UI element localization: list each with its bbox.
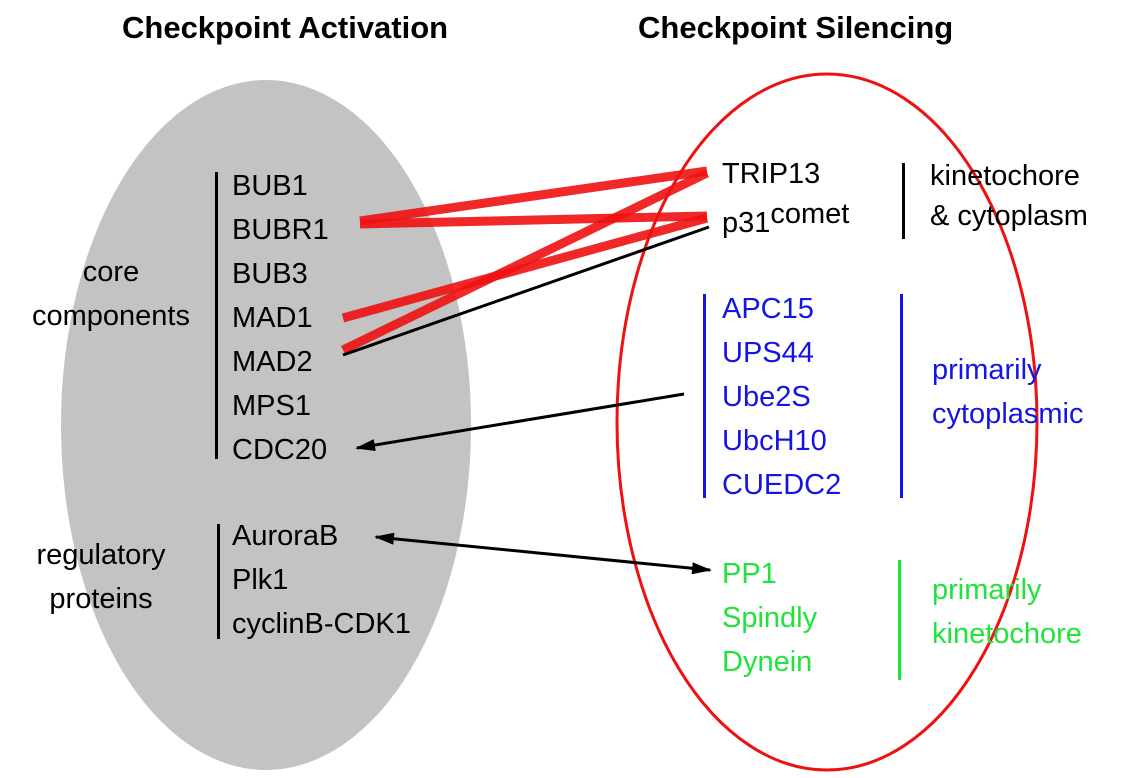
regulatory-proteins-bracket bbox=[217, 524, 220, 639]
core-label-line-1: core bbox=[82, 256, 140, 288]
group2-left-bracket bbox=[703, 294, 706, 498]
group1-location: kinetochore & cytoplasm bbox=[930, 156, 1088, 236]
protein-cyclinb-cdk1: cyclinB-CDK1 bbox=[232, 608, 411, 640]
protein-p31comet: p31comet bbox=[722, 194, 850, 239]
protein-mad2: MAD2 bbox=[232, 346, 313, 378]
title-checkpoint-activation: Checkpoint Activation bbox=[122, 10, 449, 45]
protein-spindly: Spindly bbox=[722, 602, 818, 634]
title-checkpoint-silencing: Checkpoint Silencing bbox=[638, 10, 954, 45]
protein-bub1: BUB1 bbox=[232, 170, 308, 202]
protein-plk1: Plk1 bbox=[232, 564, 289, 596]
p31-text: p31 bbox=[722, 207, 771, 239]
group2-location-line-2: cytoplasmic bbox=[932, 398, 1084, 430]
silencing-group-cytoplasmic: APC15 UPS44 Ube2S UbcH10 CUEDC2 bbox=[722, 287, 841, 507]
silencing-group-kinetochore: PP1 Spindly Dynein bbox=[722, 552, 817, 684]
regulatory-proteins-list: AuroraB Plk1 cyclinB-CDK1 bbox=[232, 514, 411, 646]
group1-location-line-2: & cytoplasm bbox=[930, 200, 1088, 232]
core-label-line-2: components bbox=[32, 300, 190, 332]
protein-ubch10: UbcH10 bbox=[722, 425, 827, 457]
regulatory-label-line-1: regulatory bbox=[36, 539, 166, 571]
protein-ube2s: Ube2S bbox=[722, 381, 811, 413]
core-components-bracket bbox=[215, 172, 218, 459]
group1-location-line-1: kinetochore bbox=[930, 160, 1080, 192]
link-bubr1-p31comet bbox=[359, 211, 708, 229]
double-arrow-aurorab-pp1 bbox=[374, 532, 712, 575]
protein-trip13: TRIP13 bbox=[722, 158, 821, 190]
core-components-label: core components bbox=[16, 250, 206, 338]
link-bubr1-trip13 bbox=[359, 166, 708, 226]
silencing-group-kinetochore-cytoplasm: TRIP13 p31comet bbox=[722, 154, 850, 239]
regulatory-proteins-label: regulatory proteins bbox=[6, 533, 196, 621]
protein-bub3: BUB3 bbox=[232, 258, 308, 290]
arrow-to-cdc20 bbox=[355, 392, 685, 451]
group3-location-line-1: primarily bbox=[932, 574, 1042, 606]
protein-mad1: MAD1 bbox=[232, 302, 313, 334]
protein-pp1: PP1 bbox=[722, 558, 777, 590]
silencing-ellipse bbox=[615, 72, 1039, 772]
core-components-list: BUB1 BUBR1 BUB3 MAD1 MAD2 MPS1 CDC20 bbox=[232, 164, 329, 472]
group2-divider bbox=[900, 294, 903, 498]
link-mad2-trip13 bbox=[341, 168, 709, 355]
protein-apc15: APC15 bbox=[722, 293, 814, 325]
protein-dynein: Dynein bbox=[722, 646, 813, 678]
group3-location: primarily kinetochore bbox=[932, 568, 1082, 656]
link-mad2-p31comet bbox=[342, 225, 710, 357]
protein-cuedc2: CUEDC2 bbox=[722, 469, 842, 501]
comet-superscript: comet bbox=[770, 198, 850, 230]
protein-bubr1: BUBR1 bbox=[232, 214, 329, 246]
protein-mps1: MPS1 bbox=[232, 390, 311, 422]
regulatory-label-line-2: proteins bbox=[49, 583, 153, 615]
protein-aurorab: AuroraB bbox=[232, 520, 339, 552]
group3-divider bbox=[898, 560, 901, 680]
link-mad1-p31comet bbox=[341, 213, 709, 323]
group2-location: primarily cytoplasmic bbox=[932, 348, 1084, 436]
protein-ups44: UPS44 bbox=[722, 337, 814, 369]
activation-ellipse bbox=[61, 80, 471, 770]
group2-location-line-1: primarily bbox=[932, 354, 1042, 386]
protein-cdc20: CDC20 bbox=[232, 434, 328, 466]
group3-location-line-2: kinetochore bbox=[932, 618, 1082, 650]
group1-divider bbox=[902, 163, 905, 239]
